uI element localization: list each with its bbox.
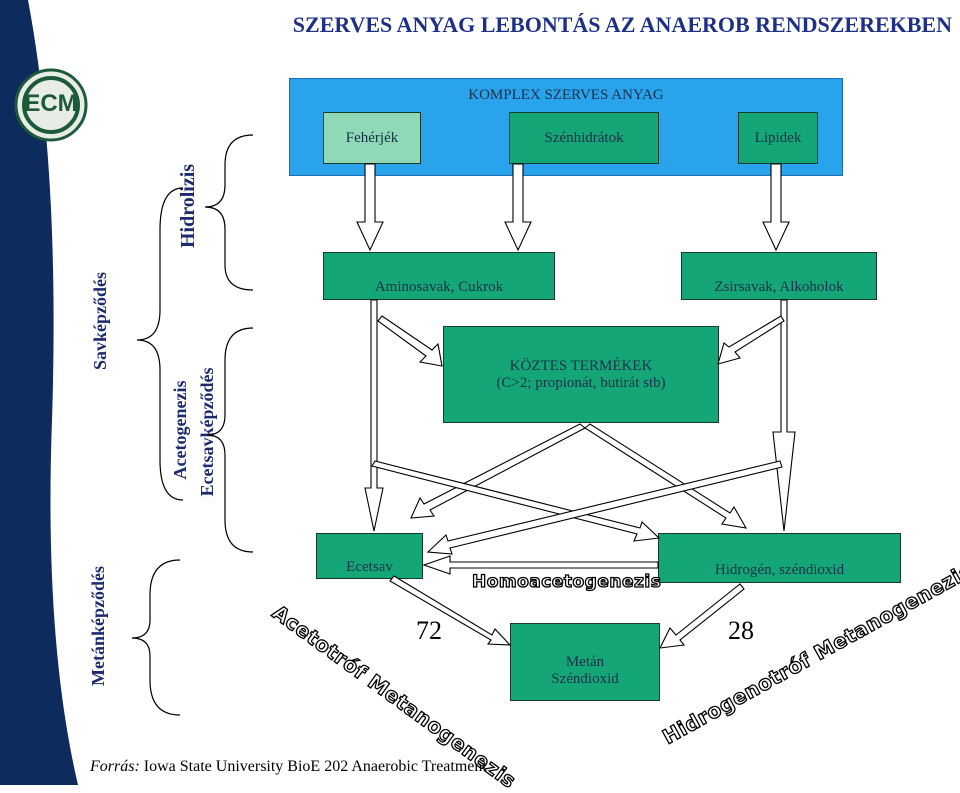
arrow-hydrogen-to-methane	[659, 583, 745, 649]
amino-sugars-box: Aminosavak, Cukrok	[323, 252, 555, 300]
logo-text: ECM	[24, 90, 78, 117]
proteins-label: Fehérjék	[345, 129, 399, 146]
hydrogen-co2-label: Hidrogén, széndioxid	[714, 562, 845, 578]
acetic-acid-box: Ecetsav	[316, 533, 423, 579]
lipids-box: Lipidek	[738, 112, 818, 164]
carbon-dioxide-label: Széndioxid	[551, 671, 619, 687]
fatty-acids-label: Zsirsavak, Alkoholok	[714, 279, 844, 295]
arrow-fatty-to-acetic	[426, 460, 783, 555]
carbohydrates-label: Szénhidrátok	[544, 129, 624, 146]
arrow-amino-to-intermediate	[377, 315, 443, 367]
page-title: SZERVES ANYAG LEBONTÁS AZ ANAEROB RENDSZ…	[292, 12, 952, 37]
arrow-amino-to-hydrogen	[371, 460, 661, 542]
intermediate-products-label: KÖZTES TERMÉKEK	[509, 357, 653, 374]
arrow-intermediate-to-acetic	[410, 423, 586, 519]
complex-organic-matter-label: KOMPLEX SZERVES ANYAG	[468, 87, 664, 103]
intermediate-products-box: KÖZTES TERMÉKEK (C>2; propionát, butirát…	[443, 326, 719, 423]
arrow-acetic-to-methane	[389, 575, 512, 646]
arrow-lipids-to-fatty	[762, 163, 790, 252]
carbohydrates-box: Szénhidrátok	[509, 112, 659, 164]
arrow-fatty-to-hydrogen	[772, 299, 796, 532]
arrow-carbohydrates-to-amino	[504, 163, 532, 252]
fatty-acids-box: Zsirsavak, Alkoholok	[681, 252, 877, 300]
amino-sugars-label: Aminosavak, Cukrok	[374, 279, 504, 295]
percent-hydrogenotrophic: 28	[728, 616, 754, 645]
arrow-amino-to-acetic	[364, 299, 384, 532]
logo: ECM	[14, 68, 88, 142]
source-prefix: Forrás:	[90, 758, 140, 775]
arrow-intermediate-to-hydrogen	[584, 423, 748, 529]
homoacetogenesis-label: Homoacetogenezis	[471, 571, 662, 592]
lipids-label: Lipidek	[754, 129, 802, 146]
arrow-hydrogen-to-acetic	[422, 555, 659, 575]
methane-label: Metán	[565, 654, 605, 670]
arrow-fatty-to-intermediate	[717, 315, 785, 365]
methane-box: Metán Széndioxid	[510, 623, 660, 701]
arrow-proteins-to-amino	[356, 163, 384, 252]
intermediate-products-detail: (C>2; propionát, butirát stb)	[496, 374, 666, 391]
percent-acetotrophic: 72	[416, 616, 442, 645]
proteins-box: Fehérjék	[323, 112, 421, 164]
acetic-acid-label: Ecetsav	[346, 559, 393, 575]
source-footer: Forrás: Iowa State University BioE 202 A…	[90, 758, 487, 776]
hydrogen-co2-box: Hidrogén, széndioxid	[658, 533, 901, 583]
source-text: Iowa State University BioE 202 Anaerobic…	[139, 758, 487, 775]
